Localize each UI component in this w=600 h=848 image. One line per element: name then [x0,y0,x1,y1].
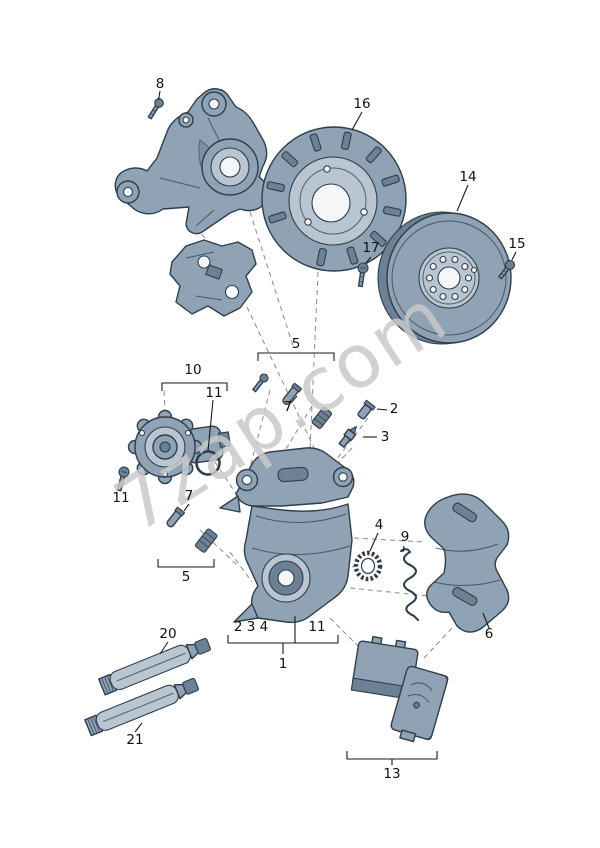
callout-5-top[interactable]: 5 [292,336,301,352]
brake-carrier-shape [424,493,510,633]
retaining-spring-shape [399,548,420,622]
shield-screw-17-shape [357,262,369,288]
callout-13[interactable]: 13 [383,766,400,782]
bleeder-valve-3-shape [338,425,357,448]
guide-pin-bolt-shape [252,373,269,393]
brake-pad-inner-shape [390,665,449,743]
callout-leaders [134,90,517,765]
callout-7-bottom[interactable]: 7 [185,488,194,504]
grease-tube-21-shape [84,677,199,737]
callout-17[interactable]: 17 [362,240,379,256]
callout-labels: 8 16 14 15 17 5 7 2 3 10 11 11 7 5 4 9 6… [112,76,525,782]
guide-sleeve-bottom-shape [194,528,218,553]
bushing-2-shape [357,399,376,420]
disc-screw-15-shape [498,259,516,280]
guide-pin-top-shape [282,382,303,405]
callout-6[interactable]: 6 [485,626,494,642]
callout-8[interactable]: 8 [156,76,165,92]
callout-11-caliper[interactable]: 11 [308,619,325,635]
grease-tube-20-shape [98,637,211,696]
motor-screw-11-shape [116,466,130,492]
callout-2-3-4[interactable]: 2 3 4 [234,619,268,635]
brake-disc-shape [377,211,512,345]
callout-10[interactable]: 10 [184,362,201,378]
wheel-bearing-housing-shape [114,88,269,235]
callout-2[interactable]: 2 [390,401,399,417]
callout-11-oring[interactable]: 11 [205,385,222,401]
callout-3[interactable]: 3 [381,429,390,445]
guide-pin-bottom-shape [166,506,186,528]
callout-20[interactable]: 20 [159,626,176,642]
callout-16[interactable]: 16 [353,96,370,112]
callout-1[interactable]: 1 [279,656,288,672]
callout-15[interactable]: 15 [508,236,525,252]
callout-7-top[interactable]: 7 [284,399,293,415]
parking-brake-motor-shape [127,409,231,485]
splash-shield-shape [261,126,407,272]
o-ring-shape [195,450,221,476]
callout-14[interactable]: 14 [459,169,476,185]
callout-4[interactable]: 4 [375,517,384,533]
disc-bolt-holes [425,255,473,301]
caliper-mount-bracket-shape [169,239,257,317]
shield-rim-slots [266,131,402,267]
brake-caliper-shape [219,447,355,624]
callout-5-bottom[interactable]: 5 [182,569,191,585]
callout-21[interactable]: 21 [126,732,143,748]
guide-sleeve-top-shape [311,406,333,429]
bolt-8-shape [147,98,164,120]
callout-11-screw[interactable]: 11 [112,490,129,506]
callout-9[interactable]: 9 [401,529,410,545]
spring-washer-shape [353,550,383,582]
watermark-text: 7zap.com [100,273,462,550]
